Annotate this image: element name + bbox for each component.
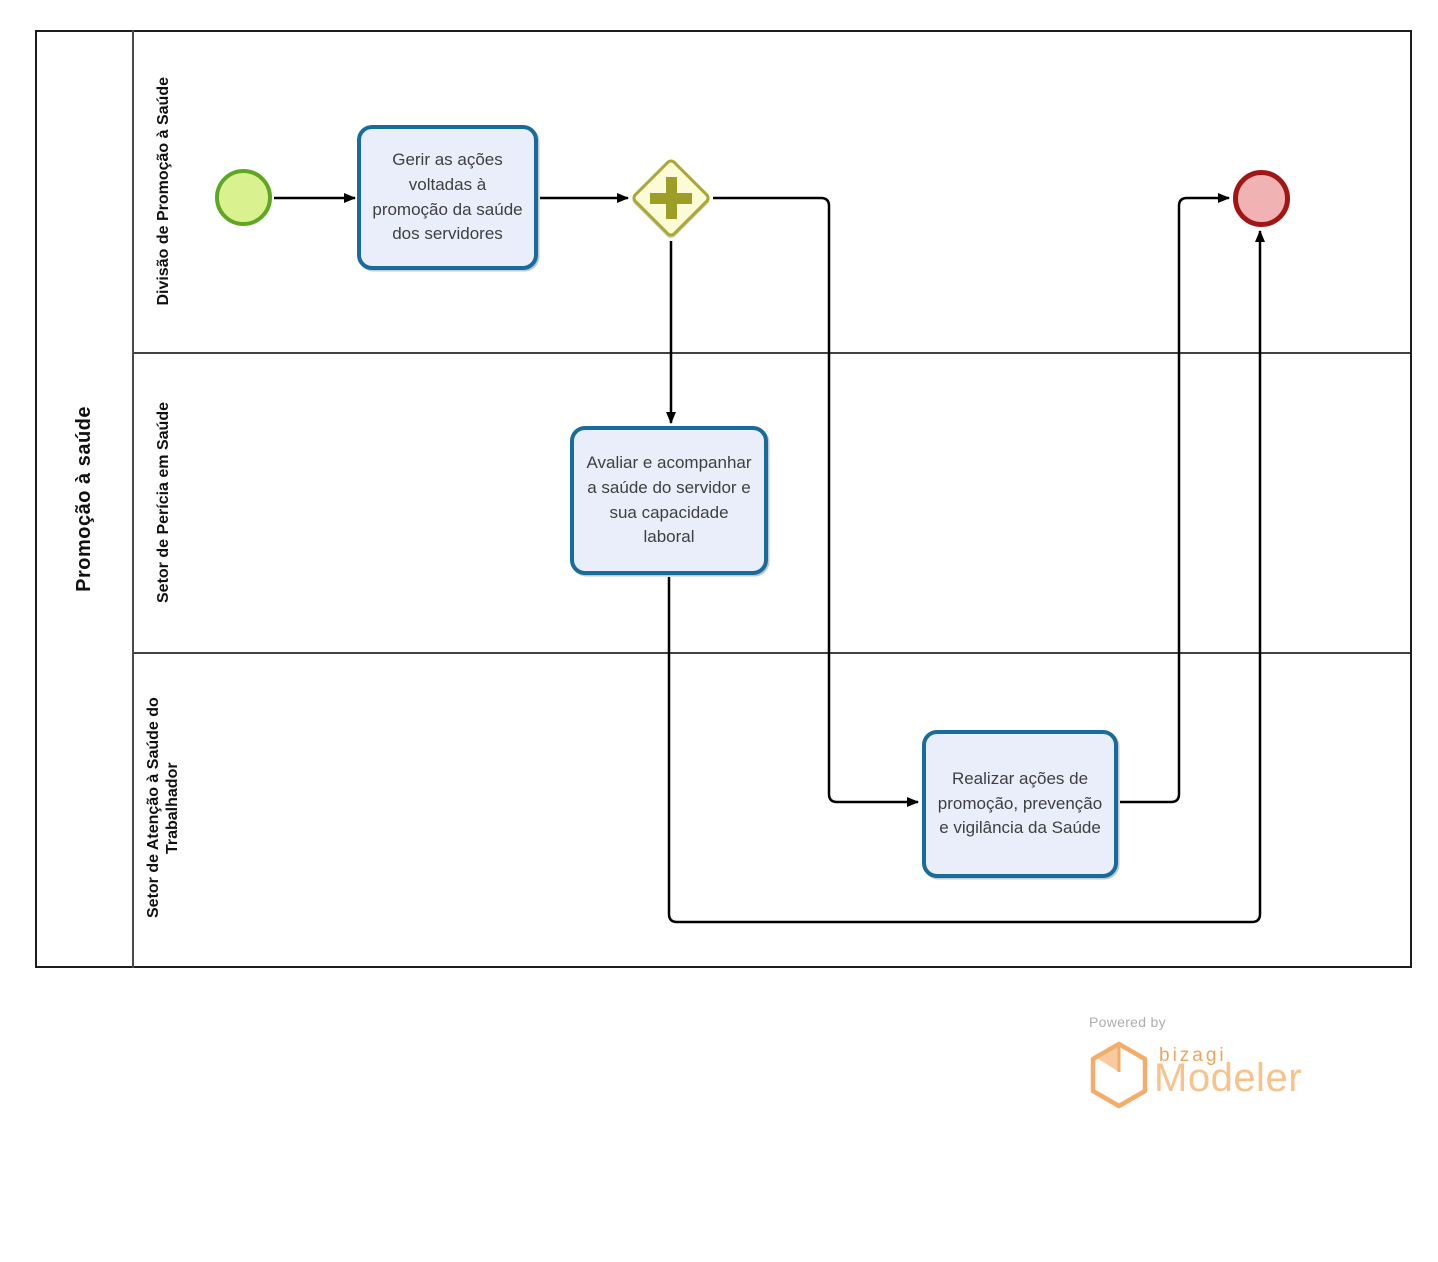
pool-label: Promoção à saúde xyxy=(72,406,95,592)
lane-divider xyxy=(134,652,1410,654)
task-label: Gerir as ações voltadas à promoção da sa… xyxy=(372,150,523,244)
lane-label-pericia-saude: Setor de Perícia em Saúde xyxy=(154,401,172,603)
lane-label-atencao-saude-trabalhador: Setor de Atenção à Saúde do Trabalhador xyxy=(145,697,181,919)
task-realizar-acoes: Realizar ações de promoção, prevenção e … xyxy=(922,730,1118,878)
powered-by-label: Powered by xyxy=(1089,1014,1166,1030)
task-avaliar-acompanhar: Avaliar e acompanhar a saúde do servidor… xyxy=(570,426,768,575)
plus-icon xyxy=(666,177,677,219)
end-event xyxy=(1233,170,1290,227)
task-label: Avaliar e acompanhar a saúde do servidor… xyxy=(586,453,752,547)
start-event xyxy=(215,169,272,226)
task-label: Realizar ações de promoção, prevenção e … xyxy=(937,769,1103,838)
pool-header-divider xyxy=(132,30,134,968)
task-gerir-acoes: Gerir as ações voltadas à promoção da sa… xyxy=(357,125,538,270)
pool-promocao-a-saude xyxy=(35,30,1412,968)
lane-label-divisao-promocao: Divisão de Promoção à Saúde xyxy=(154,76,172,306)
pool-label-box: Promoção à saúde xyxy=(37,32,132,966)
bizagi-logo-icon xyxy=(1090,1041,1148,1109)
modeler-product-text: Modeler xyxy=(1154,1056,1303,1100)
lane-divider xyxy=(134,352,1410,354)
bizagi-brand-text: bizagi xyxy=(1159,1045,1227,1066)
